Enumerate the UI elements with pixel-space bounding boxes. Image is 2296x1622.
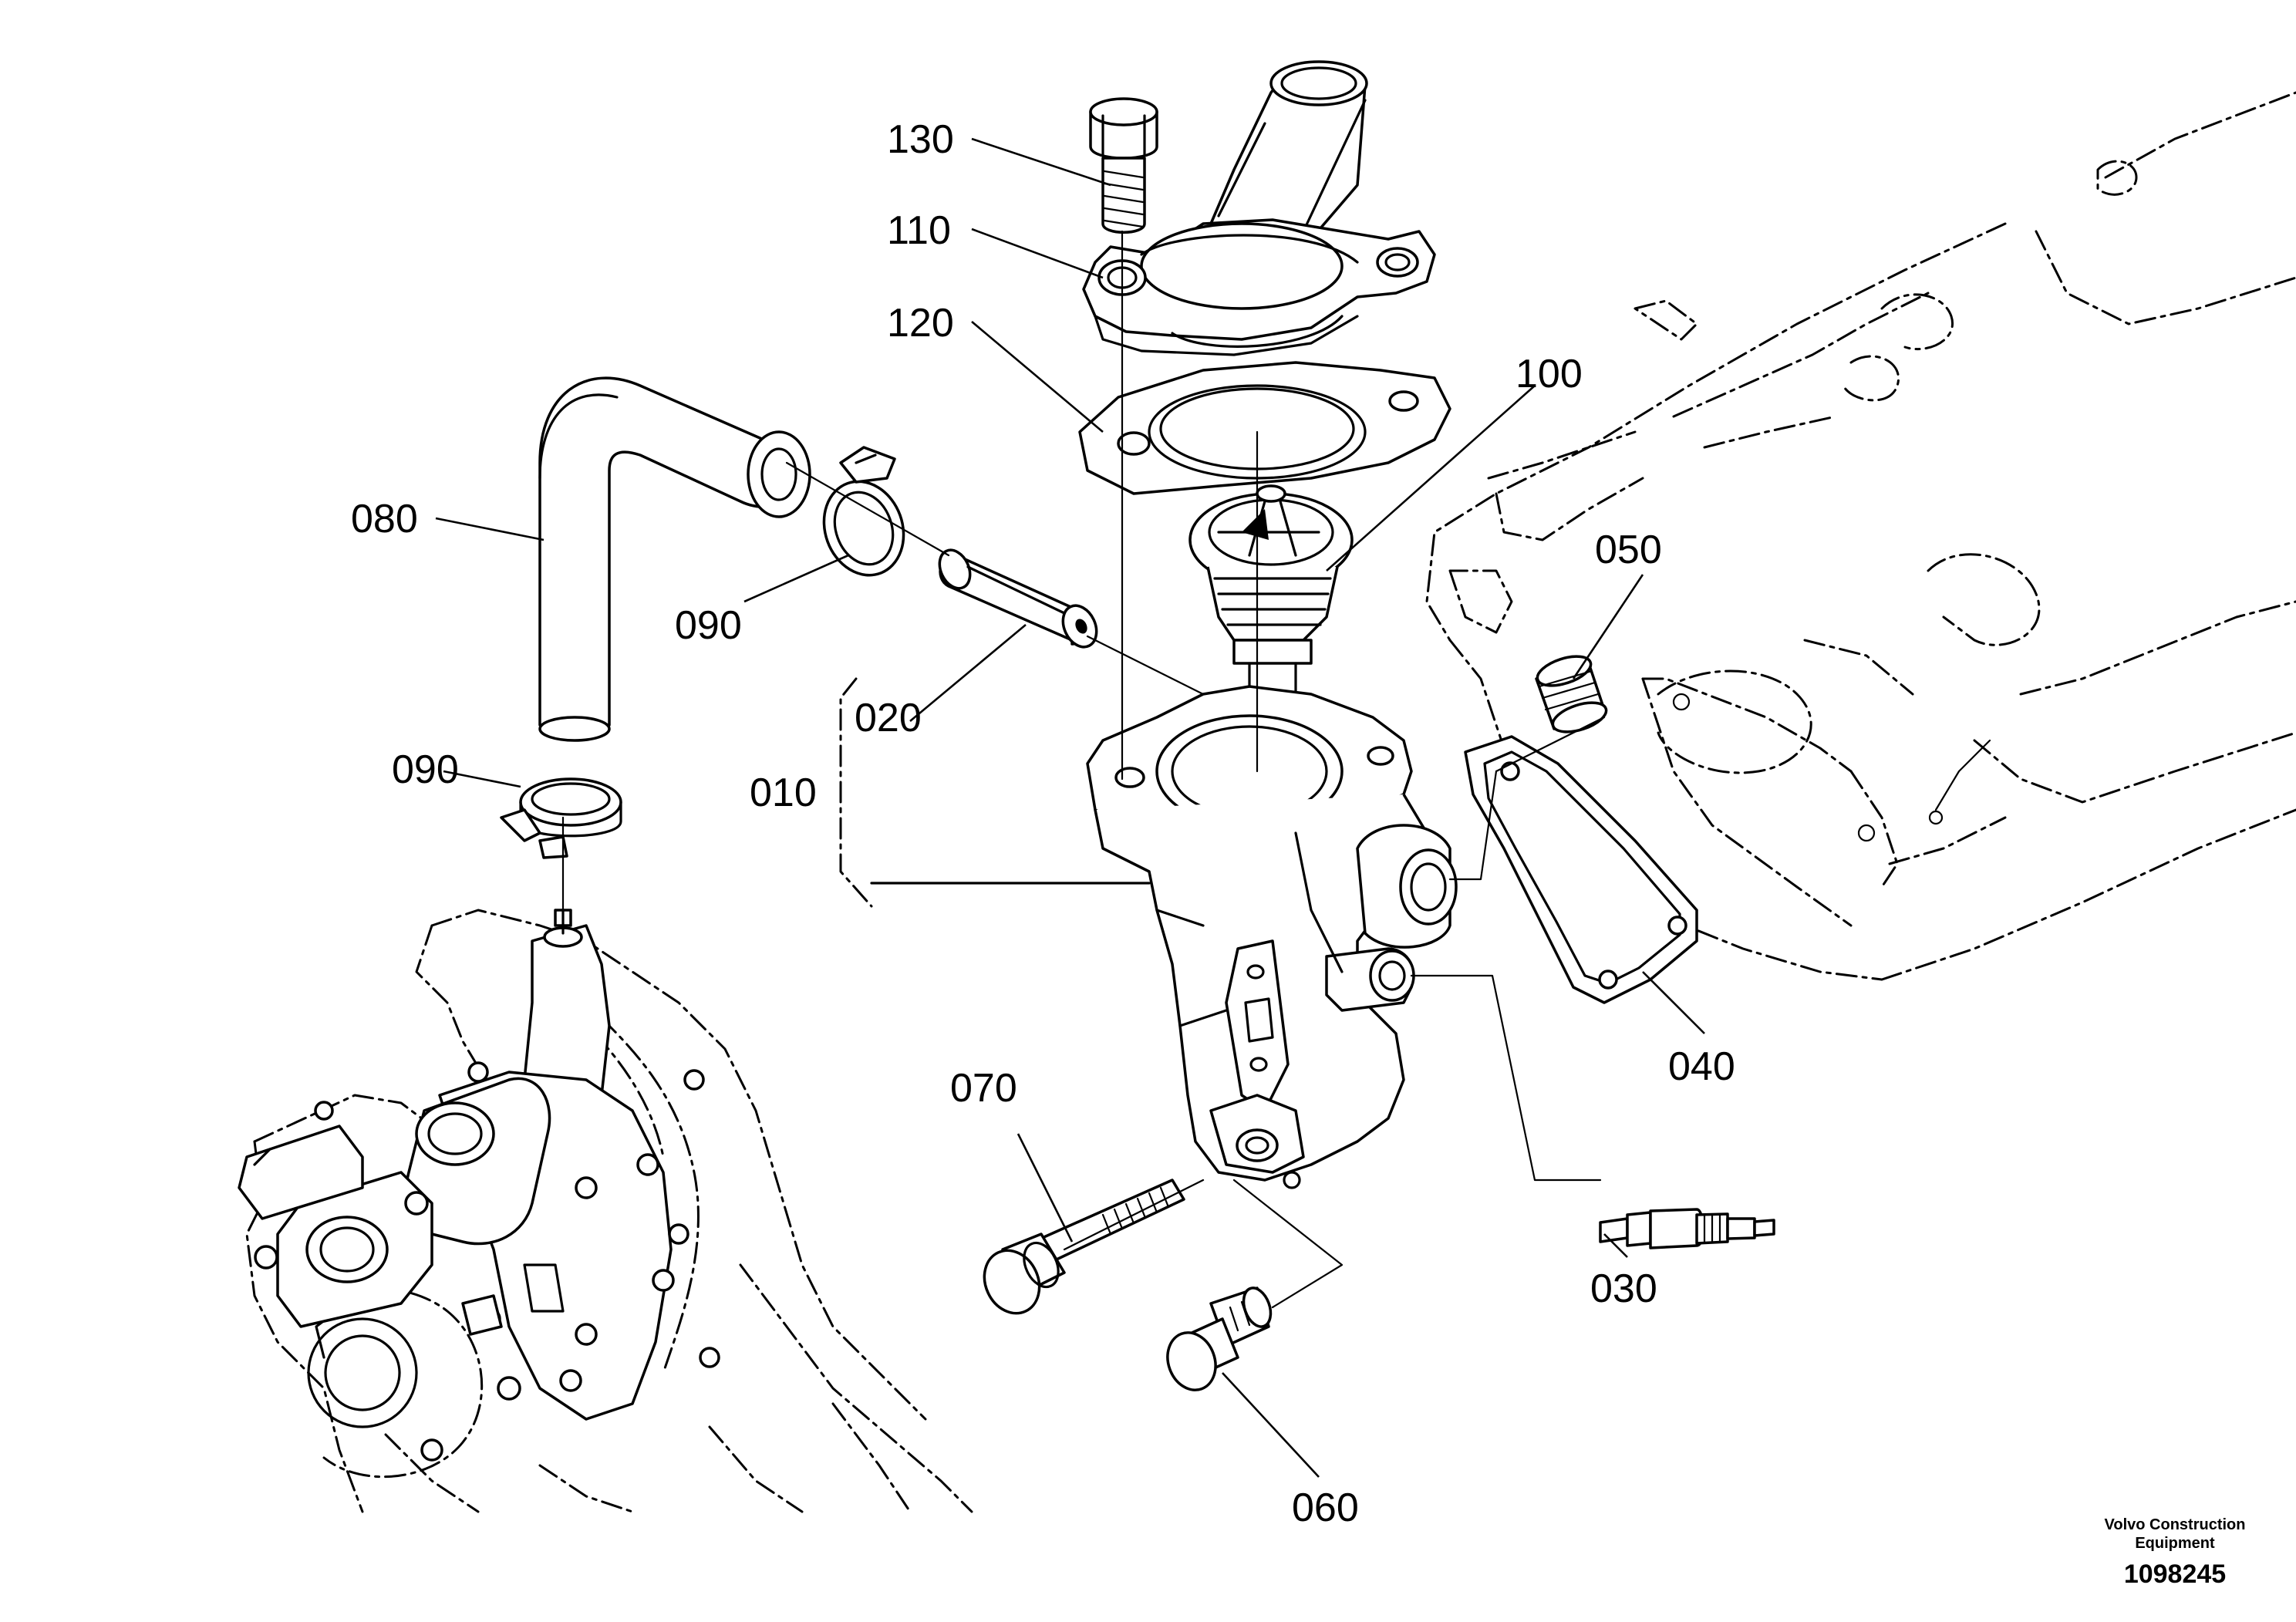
part-090-upper-clamp [822,446,905,577]
part-130-bolt [1089,97,1158,234]
callout-050: 050 [1595,528,1662,572]
callout-090-upper: 090 [675,603,742,648]
water-pump-solid-parts [238,909,720,1462]
part-030-temperature-sensor [1599,1208,1775,1249]
part-060-plug [1166,1286,1273,1391]
part-110-thermostat-cover [1082,60,1436,356]
figure-number: 1098245 [2124,1560,2226,1589]
callout-030: 030 [1590,1266,1657,1311]
cylinder-head-outline [1425,91,2296,981]
part-090-lower-clamp [500,777,622,859]
callout-130: 130 [887,117,954,162]
credit-company-line-1: Volvo Construction [2105,1516,2246,1533]
callout-060: 060 [1292,1485,1359,1530]
part-010-thermostat-housing [1086,685,1458,1189]
callout-120: 120 [887,301,954,346]
part-020-pipe [938,548,1098,649]
part-070-long-bolt [983,1179,1185,1315]
part-120-gasket [1078,361,1451,495]
callout-090-lower: 090 [392,747,459,792]
leader-lines [435,137,1705,1478]
part-080-hose [538,376,811,742]
callout-020: 020 [855,696,922,740]
part-040-gasket [1464,735,1698,1004]
credit-company-line-2: Equipment [2135,1535,2215,1552]
part-050-plug [1535,655,1608,733]
callout-110: 110 [887,208,951,253]
callout-labels: 130 110 120 100 080 090 020 010 090 050 … [351,117,1735,1530]
callout-010: 010 [750,771,817,815]
assembly-lines [561,230,1606,1309]
callout-070: 070 [950,1066,1017,1111]
part-010-bracket [839,677,1151,908]
part-100-thermostat [1188,484,1354,696]
callout-040: 040 [1668,1044,1735,1089]
callout-100: 100 [1515,352,1583,396]
callout-080: 080 [351,497,418,541]
credit-block: Volvo Construction Equipment 1098245 [2105,1516,2246,1589]
